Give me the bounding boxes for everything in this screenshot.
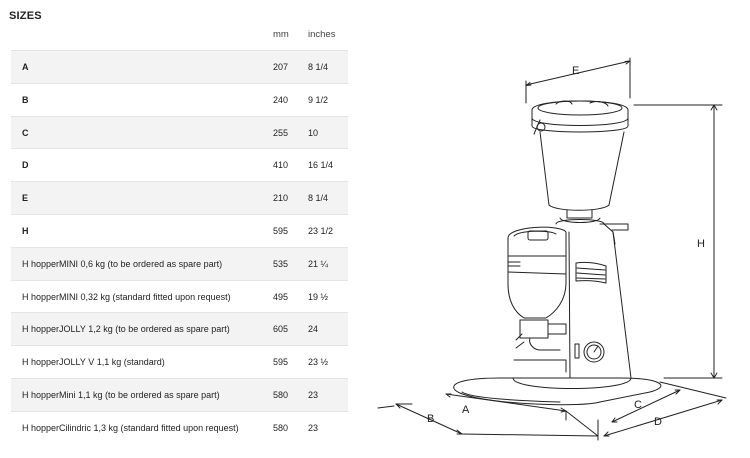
- row-inches: 21 ¼: [308, 258, 329, 269]
- row-inches: 23 1/2: [308, 225, 334, 236]
- row-label: E: [22, 193, 29, 204]
- row-inches: 16 1/4: [308, 160, 334, 171]
- grinder-dimension-drawing: E H A B C D: [377, 57, 727, 441]
- row-label: H hopperMini 1,1 kg (to be ordered as sp…: [22, 389, 220, 400]
- table-row: H hopperJOLLY 1,2 kg (to be ordered as s…: [11, 312, 348, 346]
- dimension-h-label: H: [697, 238, 705, 250]
- row-inches: 8 1/4: [308, 193, 329, 204]
- row-mm: 210: [273, 193, 289, 204]
- row-label: B: [22, 94, 29, 105]
- row-inches: 19 ½: [308, 291, 329, 302]
- table-row: E 210 8 1/4: [11, 181, 348, 214]
- inches-column-header: inches: [308, 29, 336, 40]
- dimension-base-lines: [377, 381, 727, 441]
- row-mm: 495: [273, 291, 289, 302]
- table-row: H hopperMINI 0,6 kg (to be ordered as sp…: [11, 246, 348, 280]
- table-row: H hopperCilindric 1,3 kg (standard fitte…: [11, 410, 348, 444]
- dimension-e-line: [525, 57, 631, 104]
- row-label: H: [22, 225, 29, 236]
- dimension-d-label: D: [654, 416, 662, 428]
- row-inches: 10: [308, 127, 319, 138]
- table-row: H hopperMINI 0,32 kg (standard fitted up…: [11, 279, 348, 313]
- dimension-c-label: C: [634, 399, 642, 411]
- row-inches: 23 ½: [308, 357, 329, 368]
- row-mm: 580: [273, 422, 289, 433]
- row-mm: 410: [273, 160, 289, 171]
- row-inches: 23: [308, 389, 319, 400]
- sizes-title: SIZES: [9, 10, 42, 22]
- hopper-outline: [531, 100, 629, 223]
- row-inches: 9 1/2: [308, 94, 329, 105]
- table-row: H hopperJOLLY V 1,1 kg (standard) 595 23 ½: [11, 345, 348, 378]
- base-plate-outline: [453, 377, 662, 406]
- dimension-b-label: B: [427, 413, 434, 425]
- dimension-a-label: A: [462, 404, 470, 416]
- row-label: H hopperMINI 0,6 kg (to be ordered as sp…: [22, 258, 223, 269]
- row-mm: 240: [273, 94, 289, 105]
- table-row: A 207 8 1/4: [11, 50, 348, 83]
- row-label: D: [22, 160, 29, 171]
- grinder-body-outline: [512, 219, 632, 389]
- mm-column-header: mm: [273, 29, 289, 40]
- row-mm: 207: [273, 62, 289, 72]
- doser-outline: [507, 226, 567, 351]
- row-mm: 605: [273, 324, 289, 335]
- sizes-table: A 207 8 1/4 B 240 9 1/2 C 255 10 D 410 16 1/4 E 2…: [11, 50, 348, 444]
- row-label: H hopperMINI 0,32 kg (standard fitted up…: [22, 291, 231, 302]
- table-row: D 410 16 1/4: [11, 148, 348, 181]
- table-row: H hopperMini 1,1 kg (to be ordered as sp…: [11, 377, 348, 411]
- row-mm: 595: [273, 357, 289, 368]
- row-mm: 255: [273, 127, 289, 138]
- row-label: H hopperJOLLY 1,2 kg (to be ordered as s…: [22, 324, 230, 335]
- row-inches: 24: [308, 324, 319, 335]
- dimension-e-label: E: [572, 65, 579, 77]
- row-mm: 595: [273, 225, 289, 236]
- row-label: A: [22, 62, 29, 72]
- row-mm: 580: [273, 389, 289, 400]
- row-mm: 535: [273, 258, 289, 269]
- table-row: B 240 9 1/2: [11, 82, 348, 116]
- table-row: H 595 23 1/2: [11, 213, 348, 247]
- row-label: H hopperJOLLY V 1,1 kg (standard): [22, 357, 165, 368]
- row-inches: 8 1/4: [308, 62, 329, 72]
- dimension-h-line: [633, 104, 723, 379]
- table-row: C 255 10: [11, 115, 348, 149]
- row-inches: 23: [308, 422, 319, 433]
- row-label: H hopperCilindric 1,3 kg (standard fitte…: [22, 422, 239, 433]
- row-label: C: [22, 127, 29, 138]
